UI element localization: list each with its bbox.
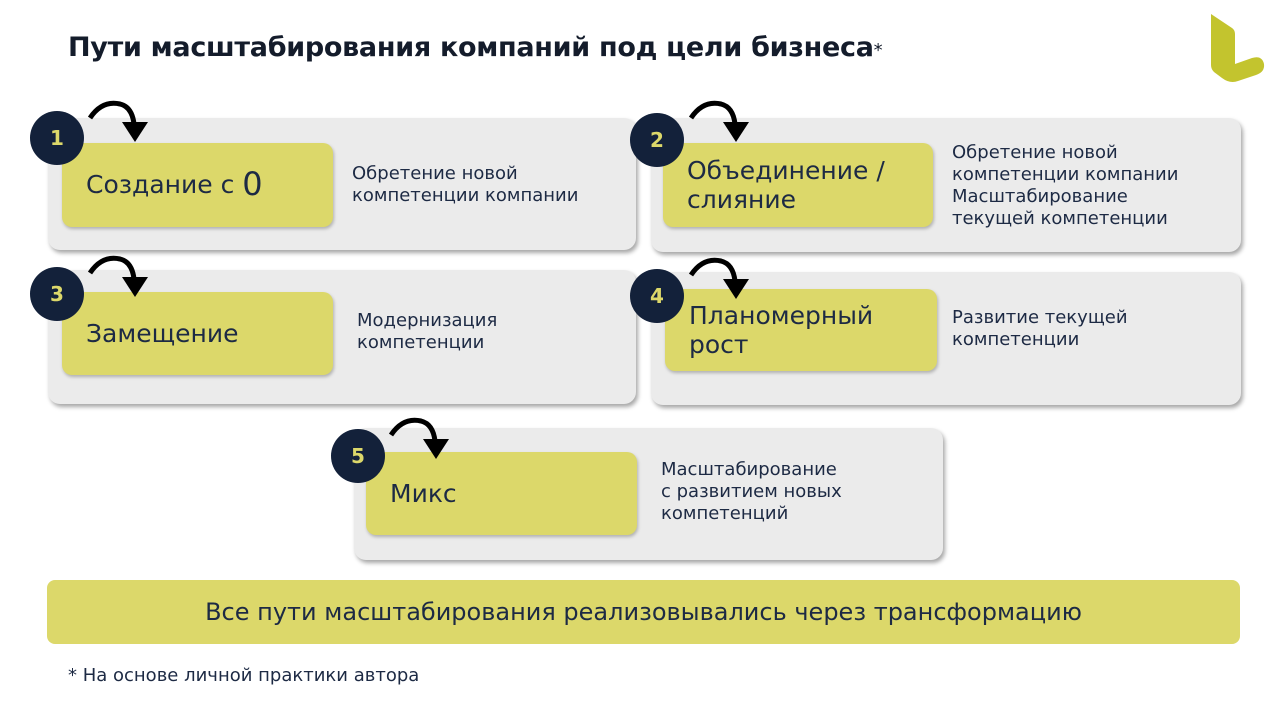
desc-line: Масштабирование <box>661 459 837 480</box>
slide-title: Пути масштабирования компаний под цели б… <box>68 32 883 63</box>
desc-line: Масштабирование <box>952 185 1128 207</box>
path-number-badge: 3 <box>30 267 84 321</box>
footnote: * На основе личной практики автора <box>68 665 420 686</box>
curved-arrow-icon <box>388 417 449 459</box>
path-name-text: Замещение <box>86 318 239 348</box>
title-text: Пути масштабирования компаний под цели б… <box>68 32 874 63</box>
curved-arrow-icon <box>688 100 749 142</box>
desc-line: Развитие текущей <box>952 307 1128 328</box>
desc-line: компетенции компании <box>352 184 579 206</box>
desc-line: компетенции <box>357 331 485 353</box>
path-name-text: Планомерный рост <box>689 300 874 360</box>
path-name-3: Замещение <box>62 292 333 375</box>
desc-line: Модернизация <box>357 310 498 331</box>
curved-arrow-icon <box>87 100 148 142</box>
path-name-text: Создание с <box>86 170 235 200</box>
path-number-badge: 4 <box>630 269 684 323</box>
path-name-text: Микс <box>390 478 457 508</box>
path-number-badge: 1 <box>30 111 84 165</box>
path-name-2: Объединение / слияние <box>663 143 933 227</box>
desc-line: компетенций <box>661 502 789 524</box>
title-footnote-mark: * <box>873 40 883 61</box>
curved-arrow-icon <box>688 257 749 299</box>
desc-line: с развитием новых <box>661 480 842 502</box>
desc-line: текущей компетенции <box>952 207 1168 229</box>
path-name-5: Микс <box>366 452 637 535</box>
path-number-badge: 2 <box>630 113 684 167</box>
path-number-badge: 5 <box>331 429 385 483</box>
path-name-suffix: 0 <box>242 165 263 204</box>
desc-line: компетенции компании <box>952 163 1179 185</box>
curved-arrow-icon <box>87 255 148 297</box>
company-logo <box>1211 14 1265 82</box>
desc-line: компетенции <box>952 328 1080 350</box>
desc-line: Обретение новой <box>952 142 1118 163</box>
desc-line: Обретение новой <box>352 163 518 184</box>
conclusion-banner: Все пути масштабирования реализовывались… <box>47 580 1240 644</box>
path-name-text: Объединение / слияние <box>687 155 885 215</box>
path-name-4: Планомерный рост <box>665 289 937 371</box>
path-name-1: Создание с 0 <box>62 143 333 227</box>
